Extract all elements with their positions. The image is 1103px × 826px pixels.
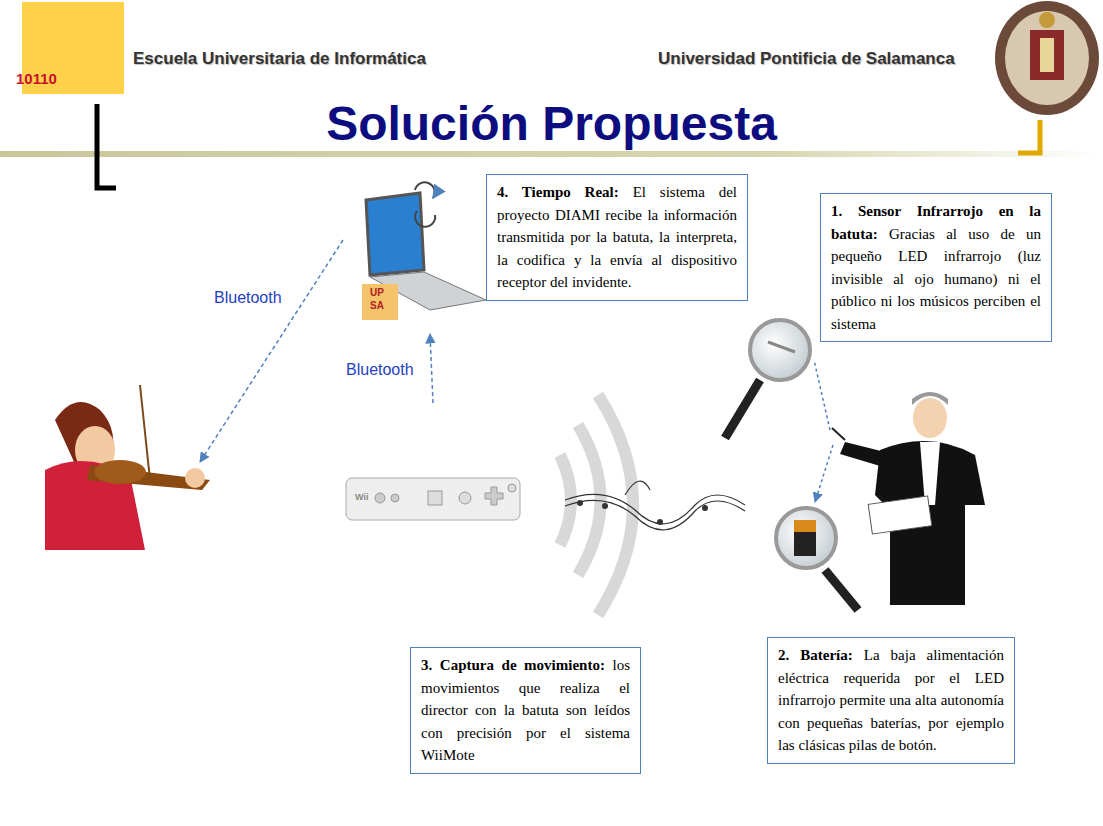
leader-line — [815, 445, 833, 502]
signal-waves — [560, 395, 633, 615]
music-notes — [577, 500, 708, 525]
laptop — [362, 182, 486, 320]
device-logo: Wii — [355, 492, 368, 502]
school-name: Escuela Universitaria de Informática — [133, 49, 426, 69]
violinist — [45, 385, 210, 550]
conductor — [832, 392, 985, 605]
magnifier-led — [725, 320, 810, 438]
header-band — [0, 151, 1103, 157]
bluetooth-link — [430, 334, 433, 403]
leader-line — [814, 360, 830, 430]
logo-text: 10110 — [16, 70, 57, 87]
text-box: 2. Batería: La baja alimentación eléctri… — [767, 637, 1015, 764]
text-box: 4. Tiempo Real: El sistema del proyecto … — [486, 174, 748, 301]
bracket — [97, 104, 116, 188]
university-name: Universidad Pontificia de Salamanca — [658, 49, 955, 69]
box-heading: 4. Tiempo Real: — [497, 184, 619, 200]
magnifier-battery — [776, 508, 858, 610]
bracket — [1018, 120, 1040, 153]
link-label: Bluetooth — [214, 289, 282, 307]
link-label: Bluetooth — [346, 361, 414, 379]
text-box: 3. Captura de movimiento: los movimiento… — [410, 647, 641, 774]
crest — [995, 1, 1099, 115]
bluetooth-link — [200, 240, 343, 462]
box-heading: 2. Batería: — [778, 647, 853, 663]
music-notes — [565, 481, 745, 530]
logo-text: SA — [370, 300, 384, 311]
box-heading: 3. Captura de movimiento: — [421, 657, 605, 673]
slide-title: Solución Propuesta — [0, 96, 1103, 151]
logo-text: UP — [370, 287, 384, 298]
text-box: 1. Sensor Infrarrojo en la batuta: Graci… — [820, 193, 1052, 342]
wiimote — [346, 478, 520, 520]
